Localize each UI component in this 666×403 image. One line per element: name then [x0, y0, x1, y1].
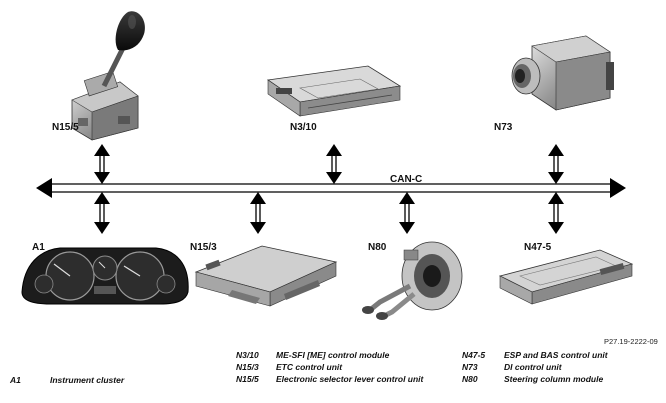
bus-label: CAN-C [390, 174, 422, 185]
connector-n73 [548, 144, 564, 184]
legend-item-n15-3: N15/3 ETC control unit [236, 362, 446, 374]
legend-code: N47-5 [462, 350, 486, 360]
legend-item-n80: N80 Steering column module [462, 374, 662, 386]
legend-item-n47-5: N47-5 ESP and BAS control unit [462, 350, 662, 362]
legend-item-n15-5: N15/5 Electronic selector lever control … [236, 374, 446, 398]
label-n3-10: N3/10 [290, 122, 317, 133]
etc-control-unit-image [194, 245, 338, 307]
label-n15-5: N15/5 [52, 122, 79, 133]
legend-text: Instrument cluster [50, 375, 125, 385]
esp-bas-control-unit-image [498, 249, 634, 305]
control-module-box-image [266, 65, 402, 117]
gear-selector-lever-image [71, 11, 145, 141]
bus-arrow-right [610, 178, 626, 198]
drawing-reference-number: P27.19-2222-09 [604, 337, 658, 346]
legend-code: N73 [462, 362, 478, 372]
legend-text: DI control unit [504, 362, 562, 372]
steering-column-module-image [362, 241, 463, 320]
connector-n15-5 [94, 144, 110, 184]
legend-code: N15/5 [236, 374, 259, 384]
label-n47-5: N47-5 [524, 242, 552, 253]
legend-code: N15/3 [236, 362, 259, 372]
label-n80: N80 [368, 242, 387, 253]
legend-item-n3-10: N3/10 ME-SFI [ME] control module [236, 350, 446, 362]
legend-text: Electronic selector lever control unit [276, 374, 424, 384]
legend-code: N3/10 [236, 350, 259, 360]
legend-text: ME-SFI [ME] control module [276, 350, 390, 360]
connector-arrows [94, 144, 564, 234]
ignition-lock-unit-image [511, 35, 614, 111]
connector-n47-5 [548, 192, 564, 234]
connector-n15-3 [250, 192, 266, 234]
label-a1: A1 [32, 242, 45, 253]
label-n73: N73 [494, 122, 513, 133]
legend-text: Steering column module [504, 374, 604, 384]
legend-code: A1 [10, 375, 21, 385]
connector-a1 [94, 192, 110, 234]
connector-n3-10 [326, 144, 342, 184]
legend-item-n73: N73 DI control unit [462, 362, 662, 374]
connector-n80 [399, 192, 415, 234]
can-c-bus [36, 178, 626, 198]
bus-arrow-left [36, 178, 52, 198]
legend-item-a1: A1 Instrument cluster [10, 375, 210, 387]
legend-text: ETC control unit [276, 362, 343, 372]
legend-code: N80 [462, 374, 478, 384]
instrument-cluster-image [21, 247, 189, 305]
label-n15-3: N15/3 [190, 242, 217, 253]
legend-text: ESP and BAS control unit [504, 350, 608, 360]
